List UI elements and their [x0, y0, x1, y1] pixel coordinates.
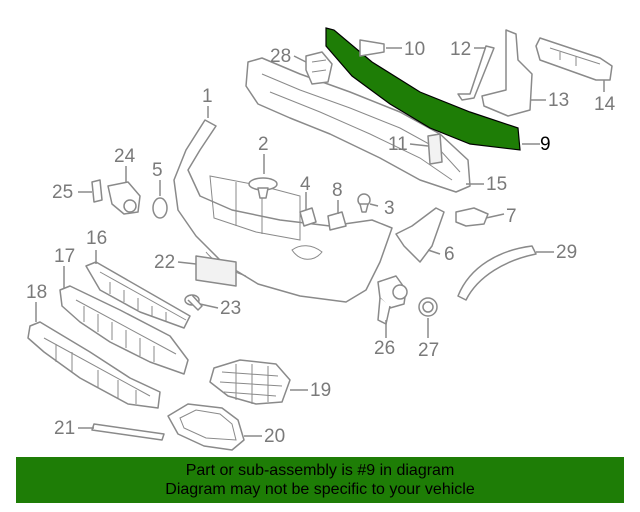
callout-23: 23: [220, 298, 241, 319]
part-20-fog-bezel: [167, 403, 245, 451]
part-24-sensor-holder: [107, 181, 141, 215]
callout-5: 5: [152, 160, 163, 181]
callout-6: 6: [444, 244, 455, 265]
callout-8: 8: [332, 180, 343, 201]
callout-13: 13: [548, 90, 569, 111]
part-4-bracket: [299, 207, 317, 227]
part-12-rod: [457, 45, 495, 101]
leader-lines: [35, 47, 605, 437]
part-23-bolt: [184, 294, 203, 311]
part-26-park-sensor: [377, 275, 408, 325]
callout-27: 27: [418, 340, 439, 361]
part-9-reinforcement-bar[interactable]: [325, 27, 521, 151]
part-29-arch-trim: [457, 245, 537, 301]
part-21-trim-strip: [91, 423, 165, 441]
part-19-fog-grille: [209, 359, 291, 405]
callout-24: 24: [114, 146, 136, 167]
part-2-clip: [248, 177, 278, 199]
callout-16: 16: [86, 228, 107, 249]
part-10-clip: [359, 39, 385, 57]
part-7-retainer: [455, 207, 489, 227]
callout-4: 4: [300, 174, 311, 195]
banner-line-part-number: Part or sub-assembly is #9 in diagram: [185, 462, 455, 479]
part-22-plate: [195, 255, 237, 287]
callout-11: 11: [388, 134, 408, 155]
callout-9: 9: [540, 134, 551, 155]
info-banner: Part or sub-assembly is #9 in diagram Di…: [16, 457, 624, 503]
callout-25: 25: [52, 182, 73, 203]
part-6-corner-bracket: [395, 207, 445, 263]
callout-17: 17: [54, 246, 75, 267]
part-11-bracket: [427, 133, 443, 165]
callout-2: 2: [258, 134, 269, 155]
part-27-seal-ring: [418, 297, 438, 317]
callout-15: 15: [486, 174, 507, 195]
part-25-cap: [91, 179, 103, 203]
callout-29: 29: [556, 242, 577, 263]
parts-diagram: 1 2 3 4 5 6 7 8 9 10 11 12 13 14 15 16 1…: [26, 27, 616, 451]
callout-20: 20: [264, 426, 285, 447]
part-5-ring: [152, 197, 168, 219]
callout-1: 1: [202, 86, 213, 107]
part-3-nut: [357, 193, 371, 213]
part-13-bracket: [481, 29, 533, 117]
callout-26: 26: [374, 338, 395, 359]
callout-14: 14: [594, 94, 616, 115]
callout-21: 21: [54, 418, 75, 439]
part-1-bumper-cover: [173, 119, 393, 303]
part-8-bracket: [327, 211, 347, 231]
callout-7: 7: [506, 206, 517, 227]
callout-28: 28: [270, 46, 291, 67]
banner-line-disclaimer: Diagram may not be specific to your vehi…: [165, 481, 475, 498]
callout-10: 10: [404, 39, 425, 60]
part-17-grille-lower: [59, 285, 189, 375]
part-18-grille-bottom: [27, 321, 161, 409]
callout-19: 19: [310, 380, 331, 401]
callout-18: 18: [26, 282, 47, 303]
callout-22: 22: [154, 252, 175, 273]
callout-12: 12: [450, 39, 471, 60]
callout-3: 3: [384, 198, 395, 219]
part-28-bracket: [305, 51, 333, 85]
part-14-end-bracket: [535, 37, 613, 81]
